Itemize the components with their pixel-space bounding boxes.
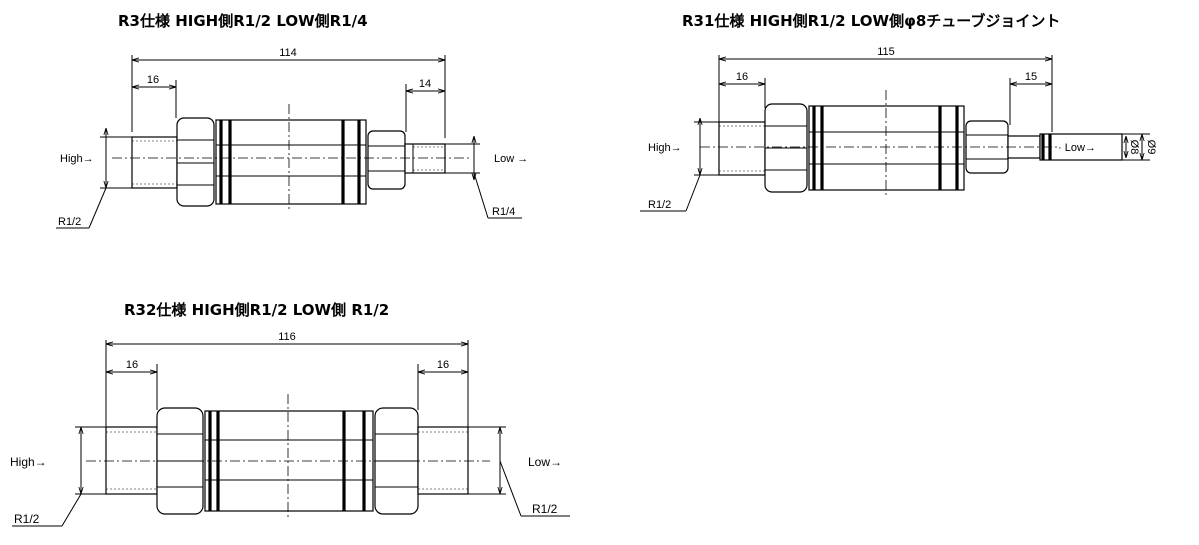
r3-outlet-thread: R1/4 — [492, 206, 515, 218]
drawing-r3: 114 16 14 — [56, 47, 528, 229]
r32-inlet-thread: R1/2 — [14, 512, 40, 526]
r32-overall-dim: 116 — [278, 331, 296, 343]
r32-right-dim: 16 — [437, 359, 449, 371]
r3-inlet-thread: R1/2 — [58, 216, 81, 228]
drawing-title-r31: R31仕様 HIGH側R1/2 LOW側φ8チューブジョイント — [682, 12, 1061, 30]
r31-right-dim: 15 — [1025, 71, 1037, 83]
r3-overall-dim: 114 — [279, 47, 297, 59]
drawing-title-r32: R32仕様 HIGH側R1/2 LOW側 R1/2 — [124, 301, 390, 319]
r31-outlet-label: · Low→ — [1058, 142, 1096, 154]
r31-inlet-label: High→ — [648, 142, 682, 154]
r32-inlet-label: High→ — [10, 455, 47, 469]
r32-outlet-label: Low→ — [528, 455, 562, 469]
drawing-r31: 115 16 15 Ø8 Ø9 — [640, 46, 1157, 212]
r3-inlet-label: High→ — [60, 153, 94, 165]
drawing-title-r3: R3仕様 HIGH側R1/2 LOW側R1/4 — [118, 12, 368, 30]
r31-left-dim: 16 — [736, 71, 748, 83]
r32-left-dim: 16 — [126, 359, 138, 371]
r31-dia-outer: Ø9 — [1145, 140, 1157, 155]
r3-left-dim: 16 — [147, 74, 159, 86]
drawing-r32: 116 16 16 R1 — [10, 331, 570, 527]
r31-overall-dim: 115 — [877, 46, 895, 58]
r31-dia-inner: Ø8 — [1128, 140, 1140, 155]
r31-inlet-thread: R1/2 — [648, 199, 671, 211]
r32-outlet-thread: R1/2 — [532, 502, 558, 516]
r3-outlet-label: Low → — [494, 153, 528, 165]
r3-right-dim: 14 — [419, 78, 431, 90]
